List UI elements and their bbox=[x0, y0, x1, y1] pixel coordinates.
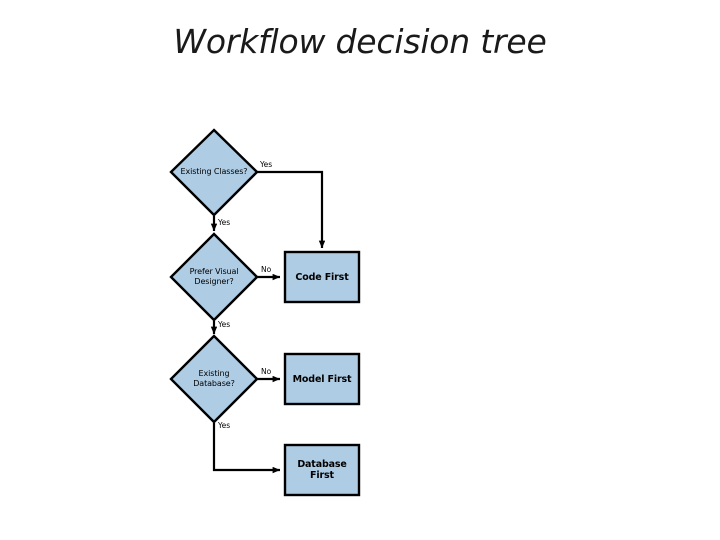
node-existing-database[interactable] bbox=[169, 334, 259, 424]
connector-database-yes-to-database-first bbox=[212, 423, 281, 474]
connector-classes-yes-to-code-first bbox=[256, 170, 326, 249]
node-database-first[interactable] bbox=[283, 443, 361, 497]
node-prefer-visual-designer[interactable] bbox=[169, 232, 259, 322]
page-title: Workflow decision tree bbox=[173, 22, 547, 61]
node-existing-classes[interactable] bbox=[169, 128, 259, 217]
node-code-first[interactable] bbox=[283, 250, 361, 304]
node-model-first[interactable] bbox=[283, 352, 361, 406]
